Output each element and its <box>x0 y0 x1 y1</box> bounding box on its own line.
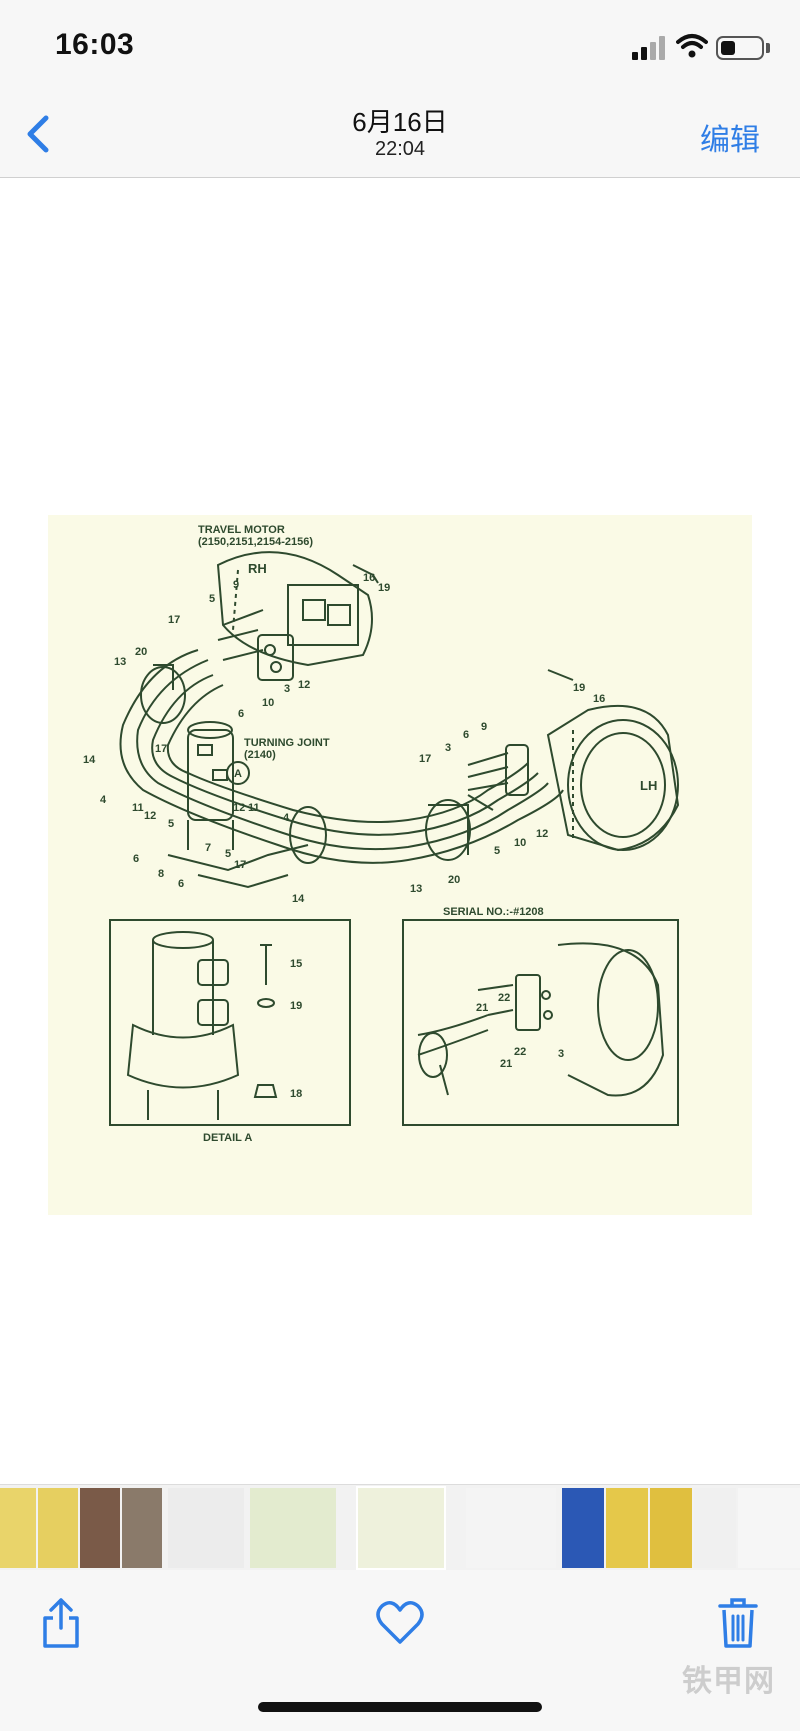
part-5d: 5 <box>494 845 500 857</box>
status-time: 16:03 <box>55 28 135 61</box>
label-a: A <box>234 768 242 780</box>
part-8: 8 <box>158 868 164 880</box>
part-13: 13 <box>114 656 126 668</box>
thumb-person-2[interactable] <box>122 1488 162 1568</box>
thumb-drawing-current[interactable] <box>356 1486 446 1570</box>
heading-travel-motor-models: (2150,2151,2154-2156) <box>198 536 313 548</box>
label-rh: RH <box>248 561 267 576</box>
wifi-icon <box>676 33 708 59</box>
heart-icon <box>376 1601 424 1644</box>
part-14b: 14 <box>292 893 305 905</box>
part-16b: 16 <box>593 693 605 705</box>
thumb-document-2[interactable] <box>694 1488 736 1568</box>
home-indicator[interactable] <box>258 1702 542 1712</box>
part-5b: 5 <box>168 818 174 830</box>
part-5c: 5 <box>225 848 231 860</box>
part-22b: 22 <box>514 1046 526 1058</box>
share-icon <box>43 1598 79 1648</box>
heading-turning-joint: TURNING JOINT <box>244 737 330 749</box>
photo-time-subtitle: 22:04 <box>374 138 426 160</box>
cellular-signal-icon <box>632 36 666 60</box>
part-6c: 6 <box>178 878 184 890</box>
favorite-button[interactable] <box>370 1592 430 1652</box>
part-5: 5 <box>209 593 215 605</box>
thumb-yellow-part-1[interactable] <box>0 1488 36 1568</box>
back-button[interactable] <box>18 110 58 158</box>
part-3: 3 <box>284 683 290 695</box>
thumb-person-1[interactable] <box>80 1488 120 1568</box>
heading-travel-motor: TRAVEL MOTOR <box>198 524 285 536</box>
photo-date-title: 6月16日 <box>352 107 448 137</box>
part-12c: 12 <box>233 802 245 814</box>
part-6: 6 <box>238 708 244 720</box>
part-3c: 3 <box>558 1048 564 1060</box>
thumbnail-strip[interactable] <box>0 1484 800 1570</box>
part-9: 9 <box>233 579 239 591</box>
part-10: 10 <box>262 697 274 709</box>
part-17: 17 <box>168 614 180 626</box>
nav-bar: 6月16日 22:04 编辑 <box>0 90 800 178</box>
battery-icon <box>716 36 764 60</box>
trash-icon <box>718 1598 758 1648</box>
part-4: 4 <box>100 794 107 806</box>
part-12d: 12 <box>536 828 548 840</box>
part-17c: 17 <box>234 859 246 871</box>
part-12: 12 <box>298 679 310 691</box>
part-21b: 21 <box>500 1058 512 1070</box>
part-6d: 6 <box>463 729 469 741</box>
delete-button[interactable] <box>708 1592 768 1652</box>
thumb-drawing-green[interactable] <box>250 1488 336 1568</box>
part-17d: 17 <box>419 753 431 765</box>
part-21: 21 <box>476 1002 488 1014</box>
thumb-yellow-part-4[interactable] <box>650 1488 692 1568</box>
parts-diagram-image: TRAVEL MOTOR (2150,2151,2154-2156) RH LH… <box>48 515 752 1215</box>
thumb-sketch[interactable] <box>738 1488 800 1568</box>
part-7: 7 <box>205 842 211 854</box>
thumb-excavator-ad[interactable] <box>562 1488 604 1568</box>
heading-serial-no: SERIAL NO.:-#1208 <box>443 906 544 918</box>
heading-detail-a: DETAIL A <box>203 1132 252 1144</box>
edit-button[interactable]: 编辑 <box>700 124 760 157</box>
watermark: 铁甲网 <box>682 1665 775 1698</box>
part-3b: 3 <box>445 742 451 754</box>
thumb-yellow-part-2[interactable] <box>38 1488 78 1568</box>
part-19: 19 <box>378 582 390 594</box>
part-10b: 10 <box>514 837 526 849</box>
part-6b: 6 <box>133 853 139 865</box>
chevron-left-icon <box>27 115 49 153</box>
bottom-toolbar: 铁甲网 <box>0 1570 800 1731</box>
part-15: 15 <box>290 958 302 970</box>
battery-cap <box>766 43 770 53</box>
thumb-document[interactable] <box>168 1488 244 1568</box>
part-13b: 13 <box>410 883 422 895</box>
thumb-yellow-part-3[interactable] <box>606 1488 648 1568</box>
hydraulic-diagram-drawing: TRAVEL MOTOR (2150,2151,2154-2156) RH LH… <box>83 524 680 1144</box>
part-19b: 19 <box>573 682 585 694</box>
part-19c: 19 <box>290 1000 302 1012</box>
part-9b: 9 <box>481 721 487 733</box>
part-12b: 12 <box>144 810 156 822</box>
part-22: 22 <box>498 992 510 1004</box>
part-11b: 11 <box>248 802 260 814</box>
part-4b: 4 <box>283 812 290 824</box>
label-lh: LH <box>640 778 657 793</box>
thumb-parts-list[interactable] <box>466 1488 556 1568</box>
part-20b: 20 <box>448 874 460 886</box>
part-11: 11 <box>132 802 144 814</box>
part-17b: 17 <box>155 743 167 755</box>
part-14: 14 <box>83 754 96 766</box>
part-16: 16 <box>363 572 375 584</box>
heading-turning-joint-model: (2140) <box>244 749 276 761</box>
part-18: 18 <box>290 1088 302 1100</box>
part-20: 20 <box>135 646 147 658</box>
share-button[interactable] <box>31 1592 91 1652</box>
status-bar: 16:03 <box>0 0 800 90</box>
